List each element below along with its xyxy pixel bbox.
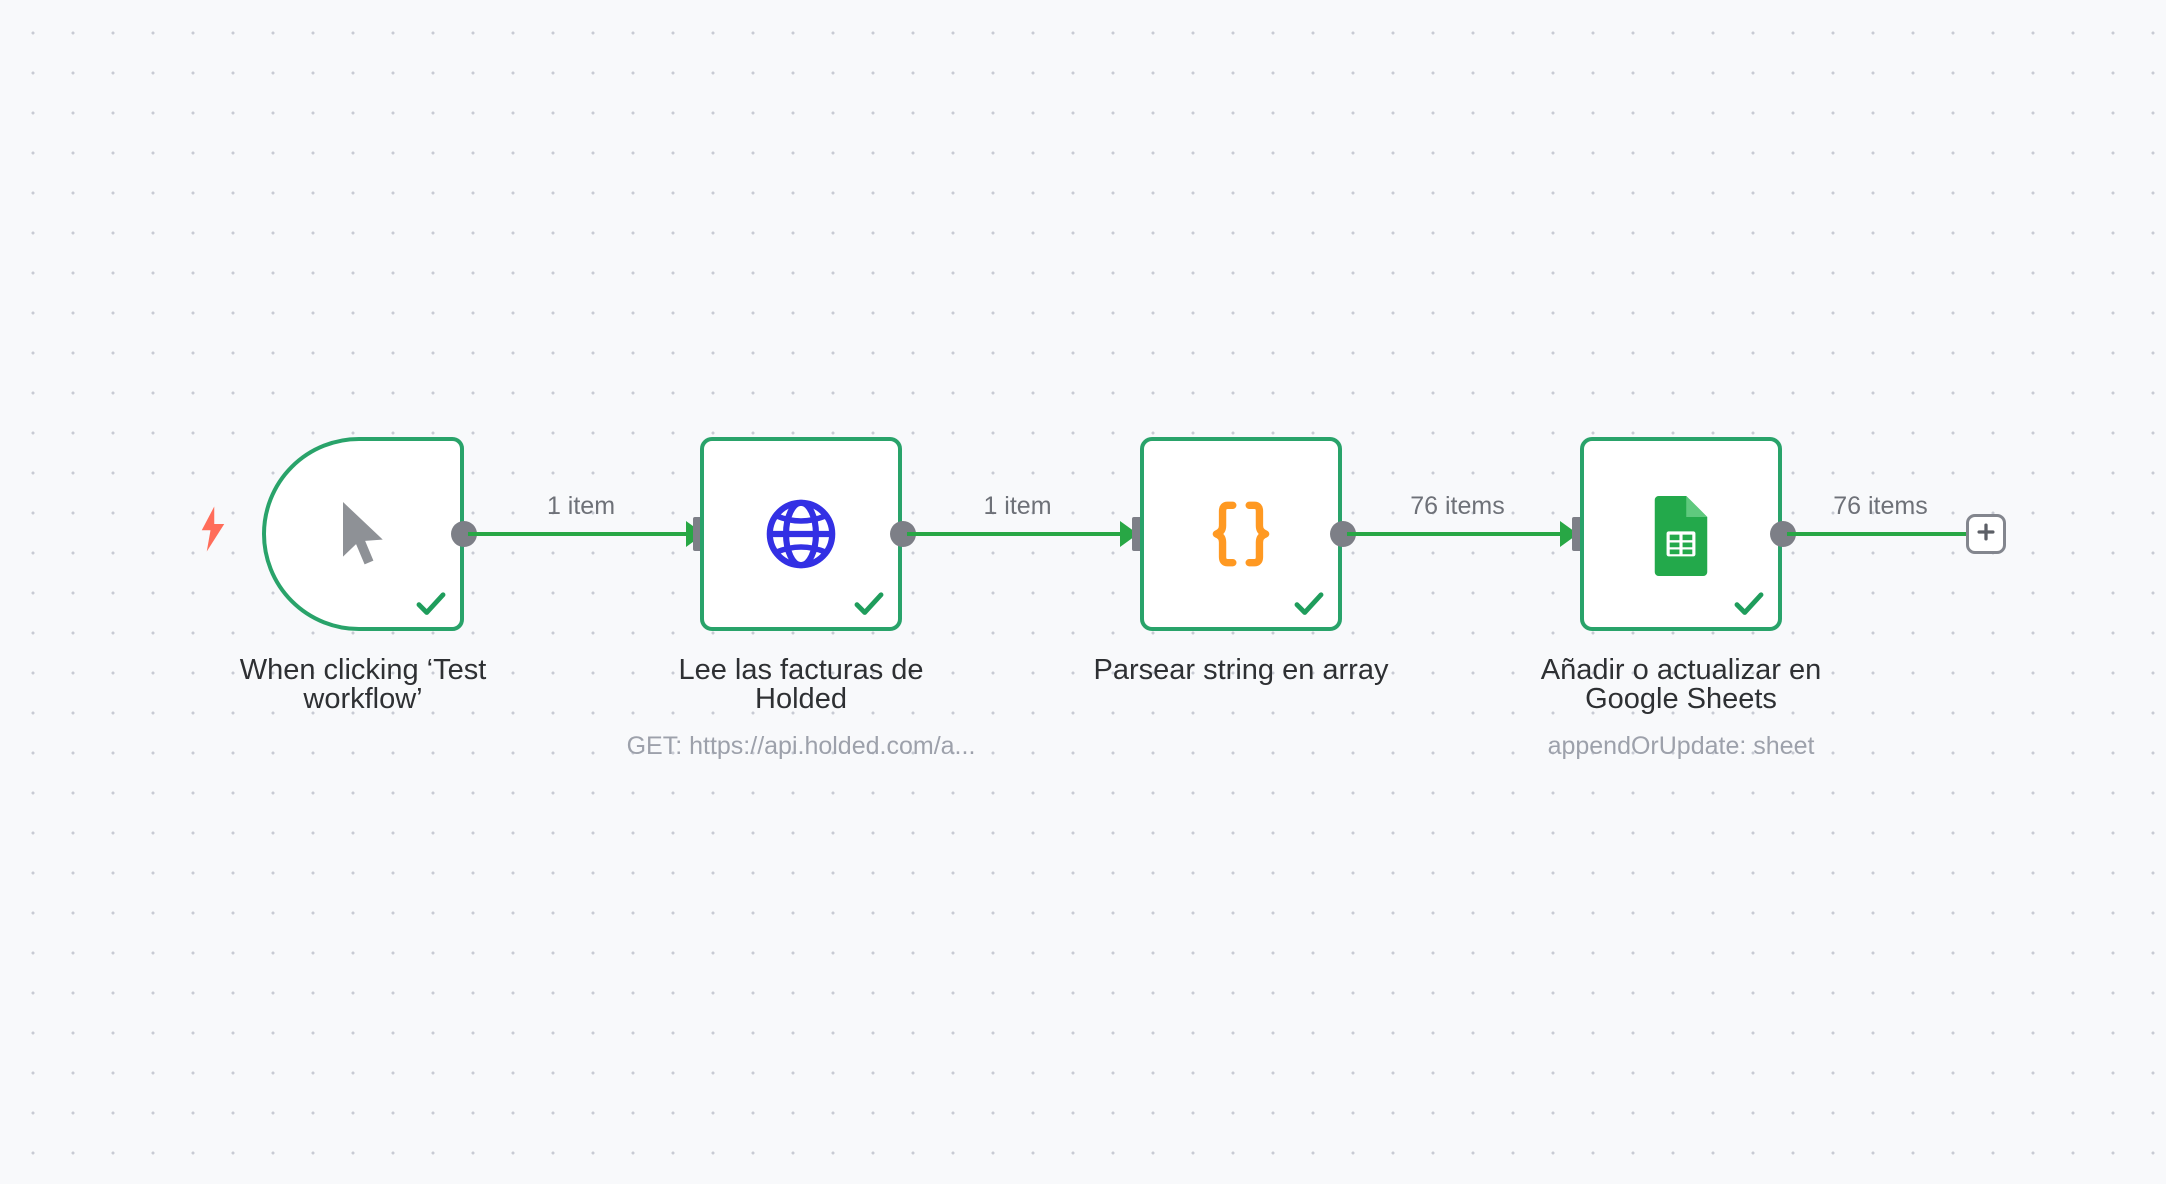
- connection-line-c2[interactable]: [907, 532, 1124, 536]
- node-label-code: Parsear string en array: [1093, 654, 1389, 686]
- node-label-http-request: Lee las facturas de Holded: [678, 654, 924, 715]
- lightning-bolt-icon: [198, 506, 228, 552]
- node-google-sheets[interactable]: [1580, 437, 1782, 631]
- status-check-icon: [1292, 587, 1326, 621]
- node-sublabel-google-sheets: appendOrUpdate: sheet: [1547, 732, 1815, 760]
- connection-label-c1: 1 item: [546, 492, 616, 520]
- connection-line-c1[interactable]: [468, 532, 690, 536]
- status-check-icon: [1732, 587, 1766, 621]
- status-check-icon: [852, 587, 886, 621]
- node-label-manual-trigger: When clicking ‘Test workflow’: [239, 654, 487, 715]
- node-code[interactable]: [1140, 437, 1342, 631]
- connection-line-c4[interactable]: [1787, 532, 1970, 536]
- add-node-button[interactable]: [1966, 514, 2006, 554]
- mouse-cursor-icon: [331, 496, 395, 572]
- google-sheets-icon: [1649, 492, 1713, 576]
- status-check-icon: [414, 587, 448, 621]
- plus-icon: [1975, 521, 1997, 548]
- globe-icon: [762, 495, 840, 573]
- connection-label-c2: 1 item: [983, 492, 1052, 520]
- curly-braces-icon: [1200, 493, 1282, 575]
- connection-line-c3[interactable]: [1347, 532, 1564, 536]
- connection-label-c3: 76 items: [1410, 492, 1505, 520]
- node-label-google-sheets: Añadir o actualizar en Google Sheets: [1540, 654, 1822, 715]
- node-http-request[interactable]: [700, 437, 902, 631]
- node-manual-trigger[interactable]: [262, 437, 464, 631]
- node-sublabel-http-request: GET: https://api.holded.com/a...: [626, 732, 976, 760]
- connection-label-c4: 76 items: [1833, 492, 1928, 520]
